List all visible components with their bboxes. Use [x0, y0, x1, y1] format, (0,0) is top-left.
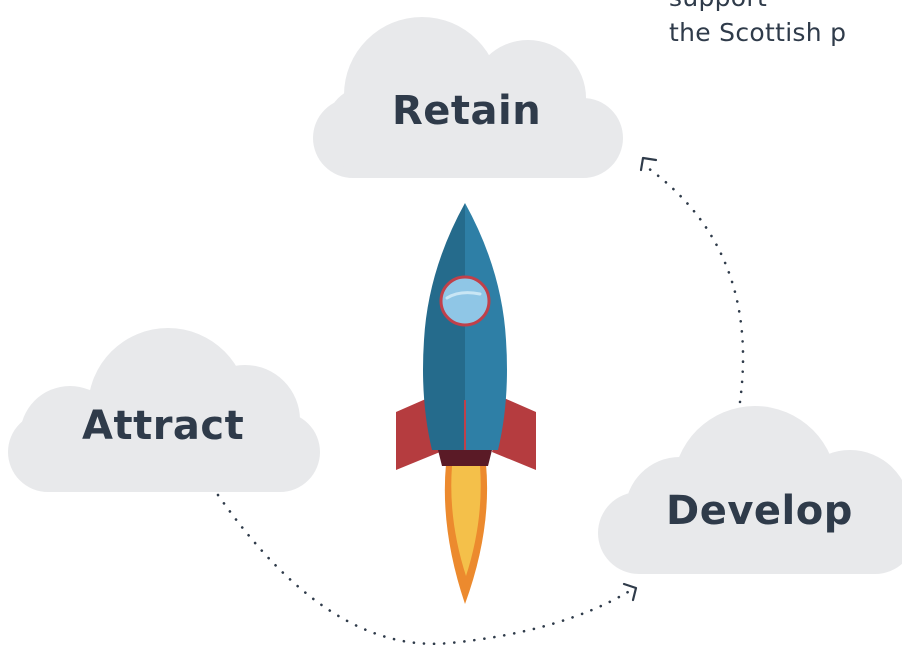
intro-text-line-2: the Scottish p: [669, 18, 847, 47]
intro-text: support the Scottish p: [669, 0, 902, 50]
stage-label-attract: Attract: [82, 403, 245, 449]
cloud-attract: [8, 328, 320, 492]
intro-text-line-1: support: [669, 0, 902, 15]
dotted-arrow-develop-to-retain: [639, 156, 745, 404]
cloud-retain: [313, 17, 623, 178]
rocket-icon: [396, 203, 536, 604]
dotted-arrow-attract-to-develop: [216, 493, 638, 645]
stage-label-retain: Retain: [392, 88, 542, 134]
cloud-develop: [598, 406, 902, 574]
stage-label-develop: Develop: [666, 488, 853, 534]
